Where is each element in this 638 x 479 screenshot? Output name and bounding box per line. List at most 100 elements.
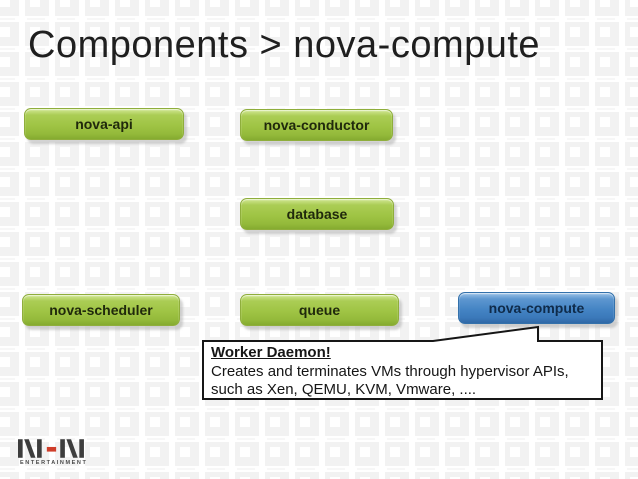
watermark-tile [445,0,469,20]
watermark-tile [325,412,349,440]
watermark-tile [235,442,259,470]
watermark-tile [445,442,469,470]
watermark-tile [595,442,619,470]
watermark-tile [175,82,199,110]
watermark-tile [25,172,49,200]
watermark-tile [205,202,229,230]
watermark-tile [85,52,109,80]
watermark-tile [385,22,409,50]
watermark-tile [475,232,499,260]
watermark-tile [175,442,199,470]
watermark-tile [0,22,19,50]
watermark-tile [55,142,79,170]
watermark-tile [115,142,139,170]
box-nova-conductor-label: nova-conductor [263,117,370,133]
watermark-tile [265,262,289,290]
callout-line-2: such as Xen, QEMU, KVM, Vmware, .... [211,381,477,398]
watermark-tile [475,112,499,140]
watermark-tile [325,52,349,80]
watermark-tile [205,412,229,440]
watermark-tile [445,22,469,50]
watermark-tile [625,352,638,380]
watermark-tile [475,142,499,170]
watermark-tile [145,232,169,260]
watermark-tile [205,232,229,260]
watermark-tile [145,412,169,440]
watermark-tile [475,442,499,470]
watermark-tile [355,142,379,170]
watermark-tile [475,52,499,80]
watermark-tile [25,142,49,170]
watermark-tile [145,442,169,470]
watermark-tile [295,52,319,80]
watermark-tile [415,442,439,470]
watermark-tile [595,22,619,50]
watermark-tile [145,142,169,170]
watermark-tile [325,262,349,290]
watermark-tile [85,442,109,470]
box-nova-conductor: nova-conductor [240,109,393,141]
watermark-tile [0,322,19,350]
watermark-tile [55,472,79,479]
watermark-tile [415,112,439,140]
watermark-tile [115,202,139,230]
watermark-tile [55,352,79,380]
watermark-tile [595,262,619,290]
watermark-tile [415,0,439,20]
watermark-tile [355,412,379,440]
watermark-tile [235,472,259,479]
watermark-tile [535,112,559,140]
watermark-tile [205,292,229,320]
watermark-tile [115,262,139,290]
watermark-tile [85,472,109,479]
watermark-tile [25,202,49,230]
watermark-tile [295,442,319,470]
watermark-tile [505,52,529,80]
watermark-tile [355,262,379,290]
watermark-tile [295,232,319,260]
watermark-tile [625,292,638,320]
watermark-tile [565,142,589,170]
watermark-tile [145,352,169,380]
box-nova-api-label: nova-api [75,116,133,132]
watermark-tile [505,112,529,140]
watermark-tile [625,472,638,479]
watermark-tile [565,0,589,20]
watermark-tile [175,202,199,230]
watermark-tile [325,22,349,50]
watermark-tile [175,142,199,170]
watermark-tile [475,82,499,110]
watermark-tile [415,472,439,479]
watermark-tile [385,232,409,260]
box-nova-scheduler: nova-scheduler [22,294,180,326]
watermark-tile [145,382,169,410]
watermark-tile [0,262,19,290]
watermark-tile [85,262,109,290]
watermark-tile [625,412,638,440]
watermark-tile [85,22,109,50]
watermark-tile [295,22,319,50]
watermark-tile [55,22,79,50]
watermark-tile [325,232,349,260]
watermark-tile [55,0,79,20]
watermark-tile [475,412,499,440]
watermark-tile [415,52,439,80]
watermark-tile [475,472,499,479]
watermark-tile [205,172,229,200]
watermark-tile [565,262,589,290]
watermark-tile [175,52,199,80]
watermark-tile [205,142,229,170]
watermark-tile [55,202,79,230]
watermark-tile [535,142,559,170]
watermark-tile [0,352,19,380]
box-queue-label: queue [298,302,341,318]
watermark-tile [145,172,169,200]
watermark-tile [565,412,589,440]
watermark-tile [265,22,289,50]
watermark-tile [565,232,589,260]
watermark-tile [115,172,139,200]
watermark-tile [85,352,109,380]
watermark-tile [445,82,469,110]
watermark-tile [0,82,19,110]
watermark-tile [445,172,469,200]
